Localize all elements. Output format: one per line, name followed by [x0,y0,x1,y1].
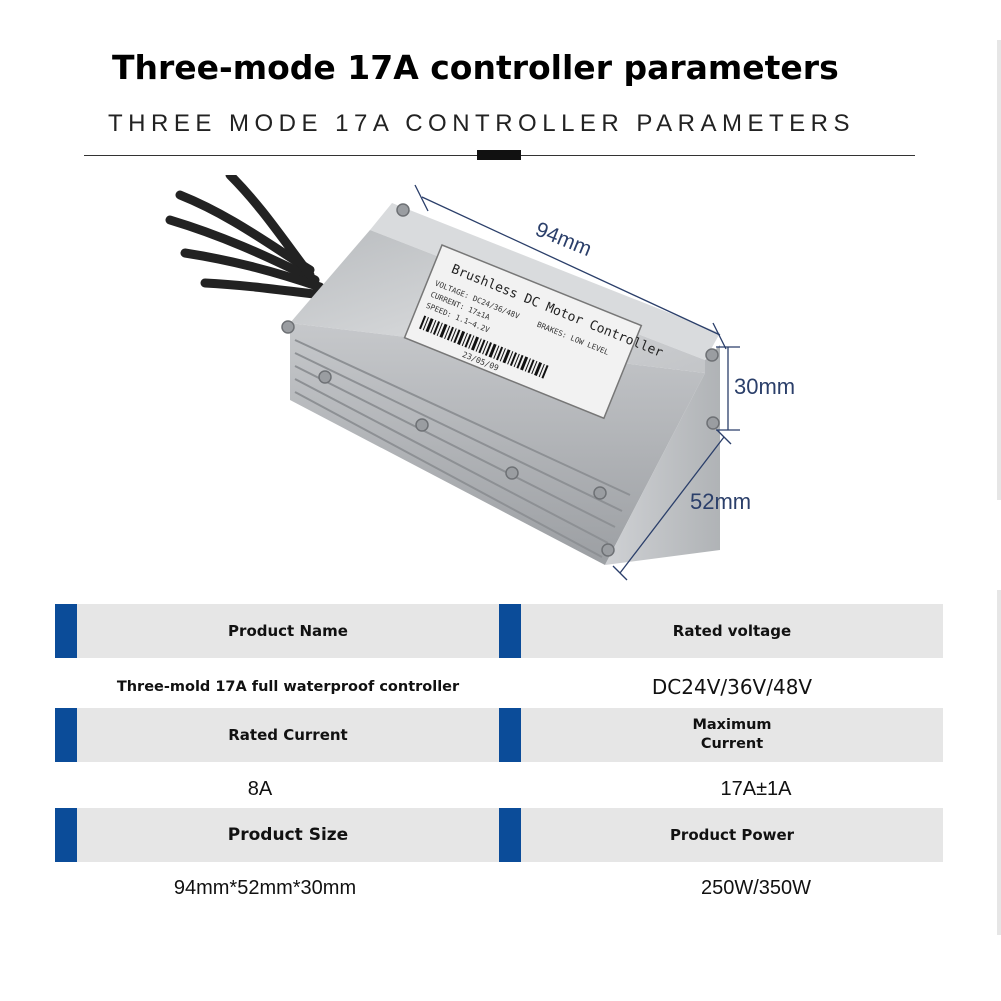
product-name-value: Three-mold 17A full waterproof controlle… [116,679,460,695]
product-label-sticker: Brushless DC Motor Controller VOLTAGE: D… [403,244,665,420]
width-dimension-line [612,429,732,581]
cable-bundle [165,170,327,300]
accent-bar [55,708,77,762]
accent-bar [499,808,521,862]
right-edge-line-lower [997,590,1001,935]
right-edge-line [997,40,1001,500]
width-dimension-label: 52mm [690,489,751,514]
header-divider-marker [477,150,521,160]
end-face [605,345,720,565]
accent-bar [55,604,77,658]
screw-heads [281,203,720,557]
accent-bar [499,604,521,658]
product-name-label: Product Name [77,604,499,658]
page-title: Three-mode 17A controller parameters [112,48,839,87]
spec-label-row-1: Product Name Rated voltage [55,604,943,658]
product-size-label: Product Size [77,808,499,862]
rated-voltage-label: Rated voltage [521,604,943,658]
maximum-current-value: 17A±1A [720,777,792,800]
length-dimension-label: 94mm [532,218,595,261]
spec-label-row-2: Rated Current Maximum Current [55,708,943,762]
controller-illustration: Brushless DC Motor Controller VOLTAGE: D… [160,170,840,585]
length-dimension-line [414,184,727,350]
barcode [419,315,549,379]
maximum-current-label: Maximum Current [521,708,943,762]
controller-drawing: Brushless DC Motor Controller VOLTAGE: D… [165,170,795,581]
height-dimension-label: 30mm [734,374,795,399]
maximum-current-label-text: Maximum Current [692,717,772,752]
top-edge [370,203,720,360]
product-size-value: 94mm*52mm*30mm [173,876,357,899]
accent-bar [55,808,77,862]
rated-current-value: 8A [247,777,273,800]
rated-voltage-value: DC24V/36V/48V [651,675,813,699]
height-dimension-line [716,346,740,431]
cooling-fins [294,339,631,558]
rated-current-label: Rated Current [77,708,499,762]
product-power-value: 250W/350W [700,876,812,899]
spec-label-row-3: Product Size Product Power [55,808,943,862]
product-power-label: Product Power [521,808,943,862]
page-subtitle: THREE MODE 17A CONTROLLER PARAMETERS [108,110,855,137]
accent-bar [499,708,521,762]
